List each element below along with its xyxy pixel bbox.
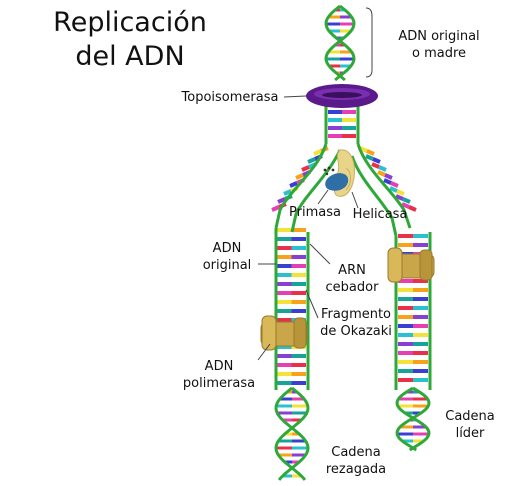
label-leading-strand: Cadena líder	[438, 408, 502, 442]
base-pair	[307, 157, 316, 164]
dna-polymerase-leading	[387, 247, 435, 283]
okazaki-line-1: Fragmento	[320, 307, 392, 322]
base-pair	[401, 202, 410, 209]
backbone-strand	[274, 143, 328, 229]
base-pair	[365, 154, 374, 161]
backbone-strand	[395, 386, 431, 452]
parent-dna-bracket	[365, 7, 373, 78]
base-pair	[378, 165, 387, 172]
okazaki-pointer	[305, 289, 319, 319]
base-pair	[372, 157, 381, 164]
backbone-strand	[274, 386, 310, 481]
topoisomerase-enzyme	[306, 84, 378, 108]
backbone-strand	[395, 386, 431, 452]
diagram-title: Replicación del ADN	[40, 6, 220, 74]
lagging-line-2: rezagada	[325, 462, 387, 477]
label-helicase: Helicasa	[352, 207, 408, 222]
label-dna-polymerase: ADN polimerasa	[176, 358, 262, 392]
base-pair	[271, 205, 280, 212]
lagging-line-1: Cadena	[331, 445, 381, 460]
backbone-strand	[290, 149, 342, 233]
base-pair-rungs	[271, 8, 429, 478]
label-parent-dna: ADN original o madre	[384, 28, 494, 62]
original-dna-line-1: ADN	[212, 241, 242, 256]
dna-polymerase-lagging	[260, 315, 308, 351]
parent-dna-line-1: ADN original	[398, 29, 480, 44]
label-rna-primer: ARN cebador	[322, 262, 382, 296]
rna-primer-line-2: cebador	[325, 280, 379, 295]
base-pair	[295, 173, 304, 180]
polymerase-line-2: polimerasa	[182, 376, 256, 391]
sugar-phosphate-backbones	[274, 4, 432, 481]
primase-enzyme	[323, 166, 349, 191]
base-pair	[384, 173, 393, 180]
base-pair	[395, 194, 404, 201]
base-pair	[313, 149, 322, 156]
title-line-2: del ADN	[75, 41, 185, 72]
rna-primer-pointer	[309, 243, 331, 265]
rna-primer-line-1: ARN	[338, 263, 366, 278]
parent-dna-line-2: o madre	[411, 46, 467, 61]
base-pair	[283, 189, 292, 196]
original-dna-line-2: original	[202, 258, 252, 273]
backbone-strand	[356, 143, 412, 229]
base-pair	[408, 205, 417, 212]
base-pair	[390, 181, 399, 188]
backbone-strand	[324, 4, 356, 82]
label-original-dna: ADN original	[196, 240, 258, 274]
base-pair	[366, 149, 375, 156]
backbone-strand	[274, 386, 310, 481]
polymerase-pointer	[257, 343, 271, 361]
primase-pointer	[317, 189, 329, 205]
title-line-1: Replicación	[53, 7, 207, 38]
base-pair	[377, 170, 386, 177]
base-pair	[371, 162, 380, 169]
backbone-strand	[350, 155, 398, 237]
okazaki-line-2: de Okazaki	[320, 324, 392, 339]
topoisomerase-pointer	[283, 95, 307, 98]
polymerase-line-1: ADN	[204, 359, 234, 374]
base-pair	[389, 186, 398, 193]
label-topoisomerase: Topoisomerasa	[181, 90, 279, 105]
leading-line-2: líder	[455, 426, 485, 441]
base-pair	[396, 189, 405, 196]
label-okazaki-fragment: Fragmento de Okazaki	[314, 306, 398, 340]
base-pair	[289, 181, 298, 188]
base-pair	[402, 197, 411, 204]
backbone-strand	[324, 4, 356, 82]
label-lagging-strand: Cadena rezagada	[320, 444, 392, 478]
base-pair	[383, 178, 392, 185]
helicase-pointer	[351, 191, 359, 209]
leading-line-1: Cadena	[445, 409, 495, 424]
label-primase: Primasa	[289, 205, 341, 220]
base-pair	[301, 165, 310, 172]
base-pair	[277, 197, 286, 204]
